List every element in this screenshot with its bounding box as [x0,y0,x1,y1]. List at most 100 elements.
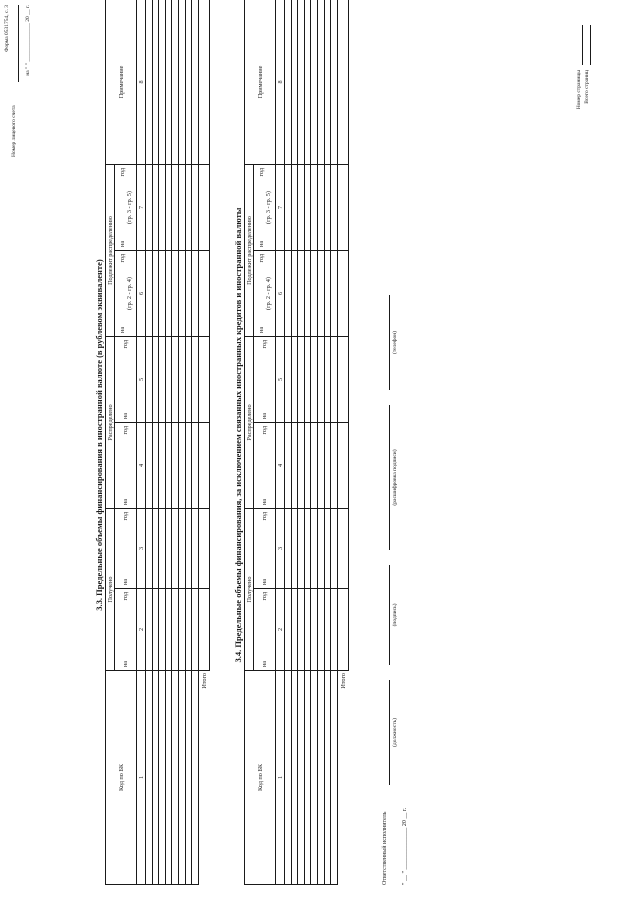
account-number-field[interactable] [18,5,19,82]
table-cell[interactable] [324,508,331,589]
table-cell[interactable] [317,508,325,589]
table-cell[interactable] [291,164,298,251]
table-cell[interactable] [324,164,331,251]
table-cell[interactable] [158,250,166,337]
itogo-cell[interactable] [198,336,210,423]
table-cell[interactable] [330,588,338,671]
table-cell[interactable] [317,670,325,885]
table-cell[interactable] [304,588,311,671]
table-cell[interactable] [297,670,305,885]
table-cell[interactable] [324,250,331,337]
table-cell[interactable] [165,670,172,885]
itogo-cell[interactable] [337,164,349,251]
table-cell[interactable] [304,0,311,165]
table-cell[interactable] [304,670,311,885]
table-cell[interactable] [304,422,311,509]
table-cell[interactable] [165,164,172,251]
table-cell[interactable] [330,164,338,251]
table-cell[interactable] [145,0,153,165]
table-cell[interactable] [330,336,338,423]
total-pages-field[interactable] [590,25,591,65]
table-cell[interactable] [284,336,292,423]
table-cell[interactable] [178,670,186,885]
table-cell[interactable] [185,0,192,165]
itogo-cell[interactable] [337,336,349,423]
table-cell[interactable] [152,250,159,337]
table-cell[interactable] [158,588,166,671]
table-cell[interactable] [317,250,325,337]
table-cell[interactable] [310,0,318,165]
table-cell[interactable] [185,670,192,885]
table-cell[interactable] [291,336,298,423]
table-cell[interactable] [304,336,311,423]
table-cell[interactable] [191,670,199,885]
table-cell[interactable] [191,422,199,509]
table-cell[interactable] [145,250,153,337]
table-cell[interactable] [171,422,179,509]
table-cell[interactable] [297,164,305,251]
table-cell[interactable] [185,508,192,589]
table-cell[interactable] [158,0,166,165]
table-cell[interactable] [165,0,172,165]
table-cell[interactable] [191,336,199,423]
table-cell[interactable] [152,164,159,251]
table-cell[interactable] [145,670,153,885]
itogo-cell[interactable] [337,422,349,509]
table-cell[interactable] [191,0,199,165]
table-cell[interactable] [324,336,331,423]
table-cell[interactable] [191,508,199,589]
signature-field[interactable] [389,565,390,665]
table-cell[interactable] [317,336,325,423]
table-cell[interactable] [171,670,179,885]
itogo-cell[interactable] [337,588,349,671]
table-cell[interactable] [185,250,192,337]
itogo-cell[interactable] [337,250,349,337]
table-cell[interactable] [171,508,179,589]
table-cell[interactable] [185,422,192,509]
table-cell[interactable] [152,0,159,165]
table-cell[interactable] [297,422,305,509]
table-cell[interactable] [191,588,199,671]
table-cell[interactable] [297,588,305,671]
table-cell[interactable] [171,164,179,251]
table-cell[interactable] [284,0,292,165]
table-cell[interactable] [158,508,166,589]
table-cell[interactable] [317,422,325,509]
table-cell[interactable] [185,336,192,423]
table-cell[interactable] [158,336,166,423]
page-number-field[interactable] [582,25,583,65]
table-cell[interactable] [304,508,311,589]
table-cell[interactable] [310,670,318,885]
table-cell[interactable] [291,250,298,337]
phone-field[interactable] [389,295,390,390]
table-cell[interactable] [284,508,292,589]
table-cell[interactable] [171,336,179,423]
table-cell[interactable] [330,670,338,885]
table-cell[interactable] [291,0,298,165]
table-cell[interactable] [145,588,153,671]
itogo-cell[interactable] [198,588,210,671]
table-cell[interactable] [165,422,172,509]
table-cell[interactable] [152,588,159,671]
table-cell[interactable] [178,336,186,423]
itogo-cell[interactable] [198,0,210,165]
table-cell[interactable] [165,250,172,337]
table-cell[interactable] [330,508,338,589]
table-cell[interactable] [291,670,298,885]
decode-field[interactable] [389,405,390,550]
itogo-cell[interactable] [198,422,210,509]
table-cell[interactable] [330,422,338,509]
table-cell[interactable] [330,250,338,337]
table-cell[interactable] [284,422,292,509]
table-cell[interactable] [178,0,186,165]
table-cell[interactable] [324,588,331,671]
table-cell[interactable] [330,0,338,165]
table-cell[interactable] [171,588,179,671]
itogo-cell[interactable] [198,508,210,589]
table-cell[interactable] [185,164,192,251]
table-cell[interactable] [291,508,298,589]
table-cell[interactable] [158,422,166,509]
table-cell[interactable] [284,164,292,251]
table-cell[interactable] [291,422,298,509]
table-cell[interactable] [178,164,186,251]
